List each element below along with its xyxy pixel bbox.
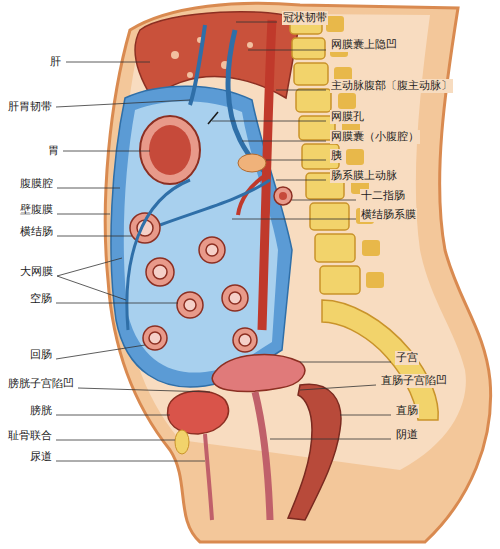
part-label: 十二指肠 (360, 189, 406, 203)
part-label: 腹膜腔 (20, 177, 53, 191)
part-label: 横结肠 (20, 225, 53, 239)
part-label: 膀胱子宫陷凹 (8, 377, 74, 391)
part-label: 壁腹膜 (20, 203, 53, 217)
part-label: 直肠 (395, 404, 419, 418)
part-label: 膀胱 (30, 404, 52, 418)
part-label: 空肠 (30, 292, 52, 306)
part-label: 横结肠系膜 (360, 208, 417, 222)
part-label: 肝 (50, 55, 61, 69)
part-label: 耻骨联合 (8, 429, 52, 443)
part-label: 大网膜 (20, 265, 53, 279)
part-label: 回肠 (30, 348, 52, 362)
part-label: 胃 (48, 144, 59, 158)
part-label: 子宫 (395, 351, 419, 365)
part-label: 肠系膜上动脉 (330, 169, 398, 183)
part-label: 主动脉腹部〔腹主动脉〕 (330, 79, 453, 93)
part-label: 肝胃韧带 (8, 100, 52, 114)
part-label: 网膜孔 (330, 110, 365, 124)
part-label: 冠状韧带 (282, 11, 328, 25)
part-label: 阴道 (395, 428, 419, 442)
part-label: 直肠子宫陷凹 (380, 374, 448, 388)
part-label: 胰 (330, 149, 343, 163)
part-label: 网膜囊上隐凹 (330, 38, 398, 52)
part-label: 网膜囊（小腹腔） (330, 130, 420, 144)
part-label: 尿道 (30, 450, 52, 464)
